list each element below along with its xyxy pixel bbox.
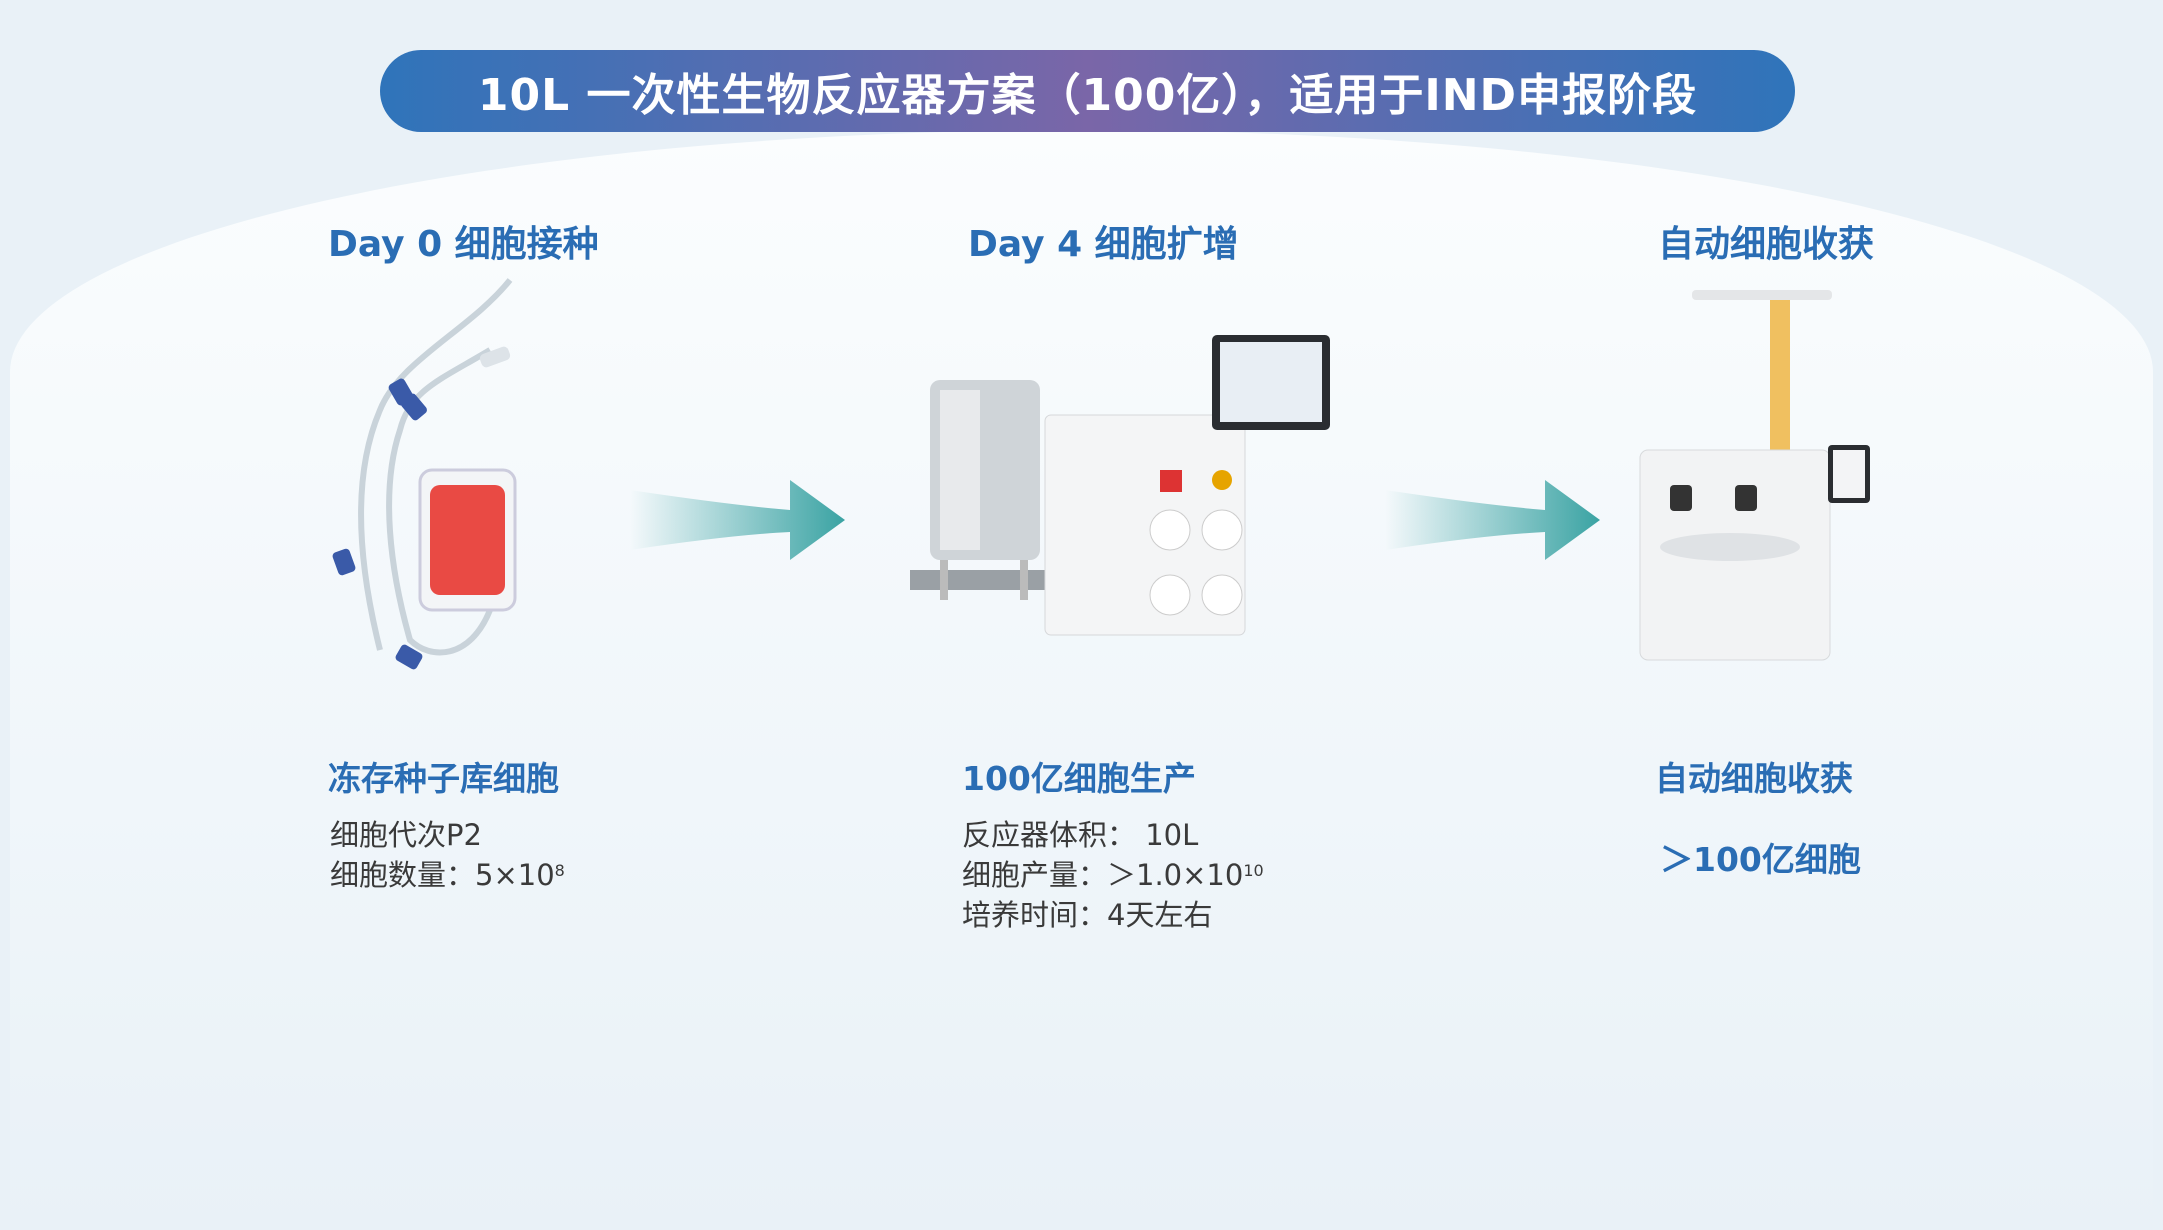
blood-bag-icon	[332, 278, 517, 670]
bioreactor-icon	[910, 335, 1330, 636]
harvest-yield: ＞100亿细胞	[1660, 840, 1861, 879]
detail-line: 细胞代次P2	[330, 818, 482, 852]
detail-line: 细胞数量：5×108	[330, 855, 565, 895]
stage-subtitle: 自动细胞收获	[1655, 759, 1853, 798]
stage-details: 反应器体积： 10L 细胞产量：＞1.0×1010 培养时间：4天左右	[962, 815, 1264, 935]
stage-heading-day0: Day 0 细胞接种	[328, 224, 599, 265]
stage-subtitle: 冻存种子库细胞	[328, 759, 559, 798]
stage-subtitle: 100亿细胞生产	[962, 759, 1196, 798]
cell-harvester-icon	[1639, 290, 1870, 661]
detail-text: 细胞数量：5×10	[330, 858, 555, 892]
detail-line: 培养时间：4天左右	[962, 898, 1213, 932]
detail-line: 反应器体积： 10L	[962, 818, 1199, 852]
detail-text: 细胞产量：＞1.0×10	[962, 858, 1244, 892]
exponent: 8	[554, 861, 565, 880]
background-arc	[10, 130, 2153, 1230]
stage-heading-harvest: 自动细胞收获	[1658, 224, 1875, 265]
exponent: 10	[1243, 861, 1264, 880]
stage-heading-day4: Day 4 细胞扩增	[968, 224, 1239, 265]
page-title: 10L 一次性生物反应器方案（100亿），适用于IND申报阶段	[380, 50, 1795, 132]
arrow-right-icon	[630, 480, 845, 560]
arrow-right-icon	[1385, 480, 1600, 560]
detail-line: 细胞产量：＞1.0×1010	[962, 855, 1264, 895]
stage-details: 细胞代次P2 细胞数量：5×108	[330, 815, 565, 895]
